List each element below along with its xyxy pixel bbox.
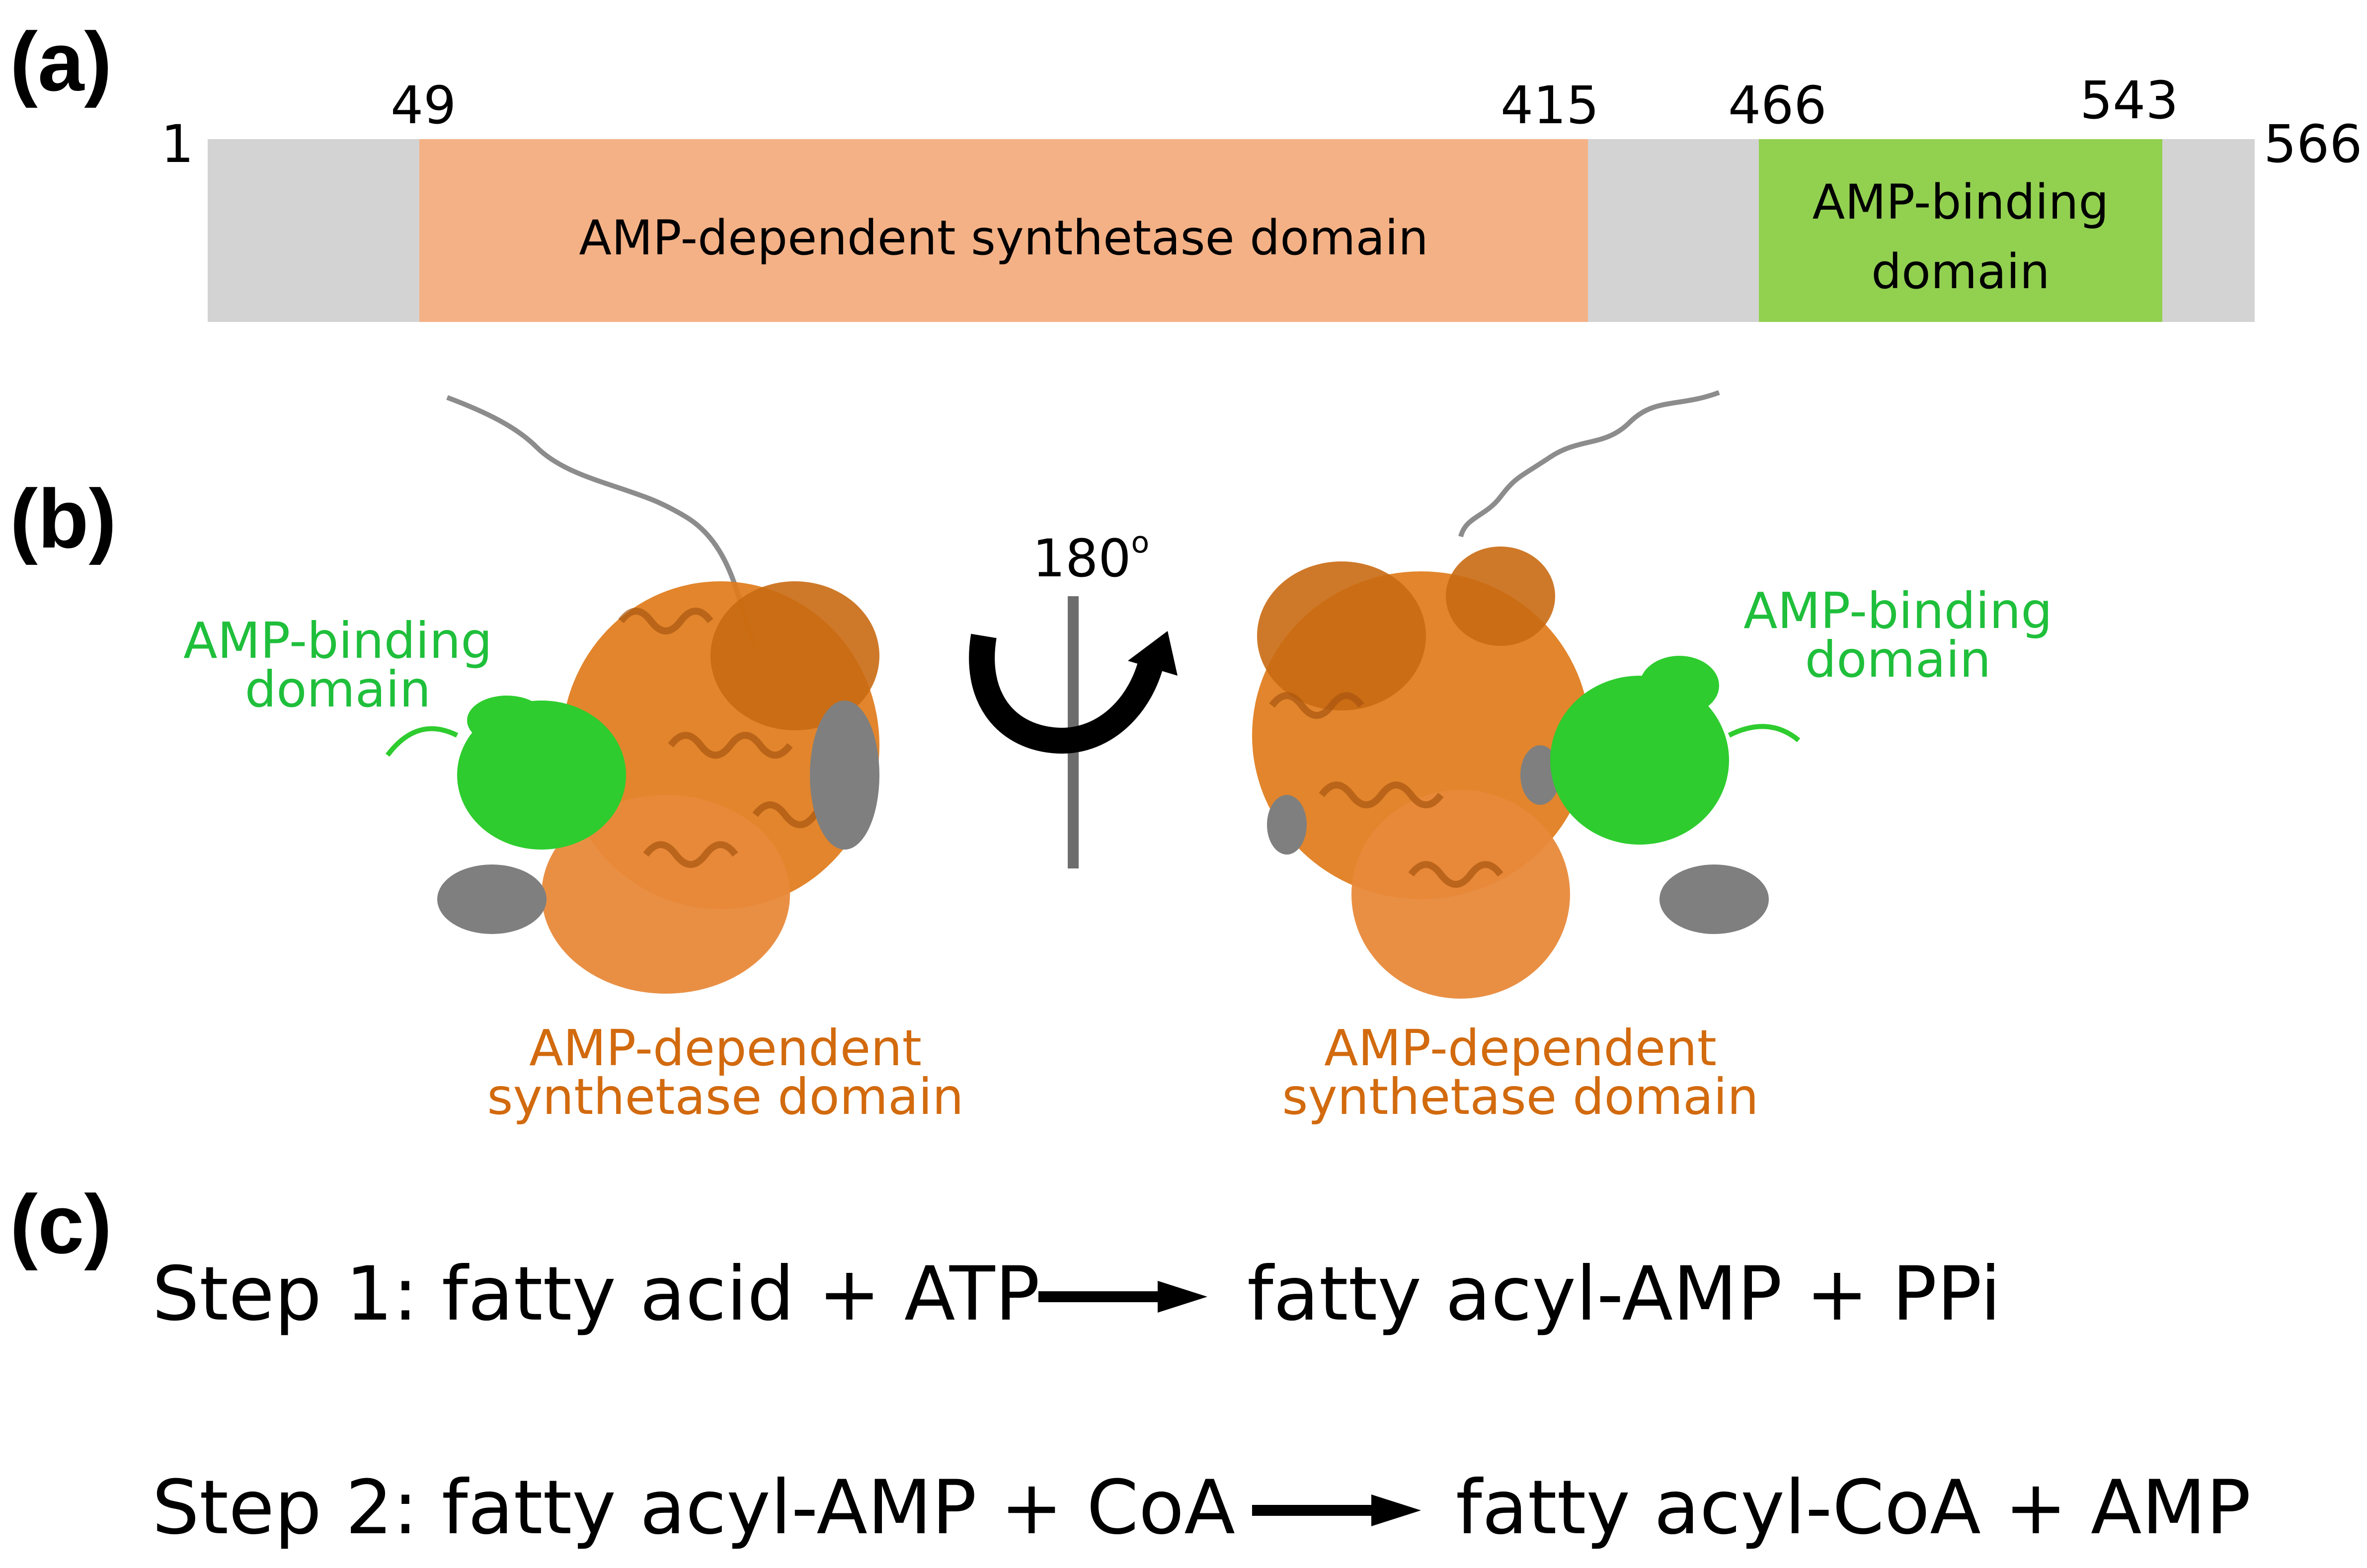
binding-domain-label-line2: domain (1871, 244, 2050, 300)
synthetase-domain-label: AMP-dependent synthetase domain (579, 210, 1428, 266)
binding-label-left-line2: domain (244, 660, 431, 718)
panel-label-c: (c) (10, 1177, 112, 1271)
rotation-unit: o (1131, 525, 1150, 560)
position-label-415: 415 (1500, 75, 1599, 136)
protein-ribbon-left (386, 395, 879, 994)
position-label-466: 466 (1728, 75, 1827, 136)
binding-domain-segment (1759, 139, 2162, 322)
step2-reactants: Step 2: fatty acyl-AMP + CoA (152, 1465, 1235, 1551)
rotation-label: 180o (1032, 528, 1149, 584)
position-label-566: 566 (2264, 114, 2363, 174)
position-label-49: 49 (391, 75, 457, 136)
panel-label-b: (b) (10, 472, 117, 565)
position-label-543: 543 (2080, 70, 2179, 131)
linker-segment-cterm (2162, 139, 2255, 322)
step1-products: fatty acyl-AMP + PPi (1247, 1251, 2001, 1337)
binding-domain-label-line1: AMP-binding (1812, 174, 2109, 230)
step2-products: fatty acyl-CoA + AMP (1456, 1465, 2251, 1551)
rotation-value: 180 (1032, 528, 1131, 589)
rotation-arrow-icon (969, 631, 1178, 754)
binding-label-right-line1: AMP-binding (1743, 582, 2052, 640)
synth-label-right-line1: AMP-dependent (1324, 1019, 1717, 1077)
binding-label-right-line2: domain (1805, 630, 1991, 689)
step1-reactants: Step 1: fatty acid + ATP (152, 1251, 1040, 1337)
synth-label-left-line2: synthetase domain (487, 1068, 964, 1126)
binding-label-left-line1: AMP-binding (183, 612, 492, 670)
protein-ribbon-right (1252, 390, 1801, 999)
synth-label-right-line2: synthetase domain (1282, 1068, 1759, 1126)
reaction-arrow-step2 (1252, 1494, 1421, 1526)
position-label-1: 1 (161, 114, 194, 174)
reaction-arrow-step1 (1038, 1281, 1207, 1313)
synthetase-domain-segment (419, 139, 1588, 322)
linker-segment-middle (1588, 139, 1759, 322)
linker-segment-nterm (208, 139, 419, 322)
panel-label-a: (a) (10, 15, 112, 108)
synth-label-left-line1: AMP-dependent (529, 1019, 922, 1077)
